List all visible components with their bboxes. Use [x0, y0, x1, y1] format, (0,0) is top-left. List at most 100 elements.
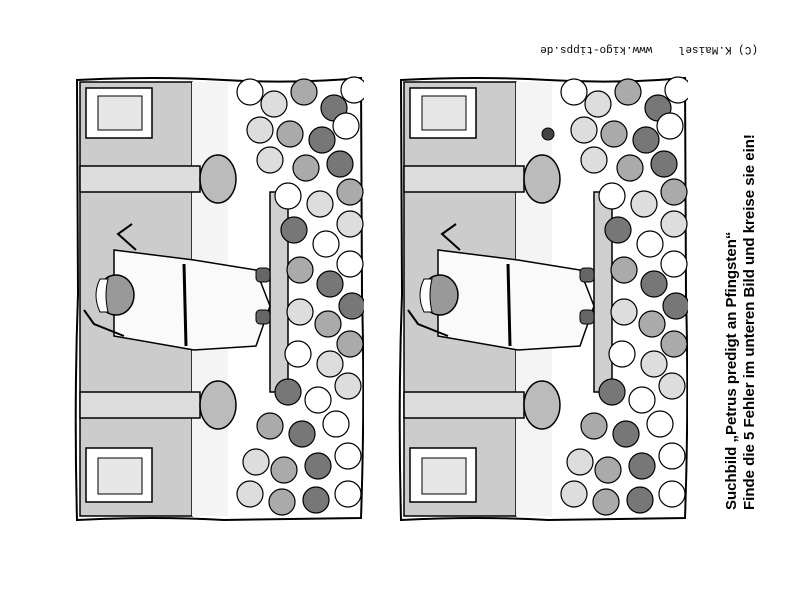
crowd-person [610, 256, 638, 284]
crowd-person [280, 216, 308, 244]
peter-headcloth [95, 278, 109, 313]
crowd-person [592, 488, 620, 516]
crowd-person [632, 126, 660, 154]
crowd-person [242, 448, 270, 476]
crowd-person [660, 330, 688, 358]
left-scene-panel [74, 74, 364, 522]
crowd-person [658, 442, 686, 470]
crowd-person [340, 76, 364, 104]
window-bottom-pane [421, 457, 467, 495]
crowd-person [256, 412, 284, 440]
crowd-person [616, 154, 644, 182]
crowd-person [626, 486, 654, 514]
crowd-person [640, 270, 668, 298]
crowd-person [286, 298, 314, 326]
crowd-person [260, 90, 288, 118]
crowd-person [308, 126, 336, 154]
crowd-person [662, 292, 688, 320]
peter-belt [506, 263, 512, 347]
crowd-person [594, 456, 622, 484]
crowd-person [316, 350, 344, 378]
crowd-person [336, 330, 364, 358]
crowd-person [664, 76, 688, 104]
crowd-person [334, 480, 362, 508]
crowd-person [256, 146, 284, 174]
crowd-person [336, 210, 364, 238]
crowd-person [598, 378, 626, 406]
crowd-person [304, 452, 332, 480]
column-bottom [79, 391, 201, 419]
column-top-base [523, 154, 561, 204]
crowd-person [628, 452, 656, 480]
peter-foot-bottom [255, 309, 271, 325]
crowd-person [560, 480, 588, 508]
column-top [79, 165, 201, 193]
column-bottom-base [523, 380, 561, 430]
column-bottom [403, 391, 525, 419]
peter-foot-top [255, 267, 271, 283]
window-top-pane [97, 95, 143, 131]
crowd-person [658, 372, 686, 400]
crowd-person [316, 270, 344, 298]
column-top-base [199, 154, 237, 204]
crowd-person [290, 78, 318, 106]
peter-foot-top [579, 267, 595, 283]
crowd-person [598, 182, 626, 210]
crowd-person [656, 112, 684, 140]
crowd-person [286, 256, 314, 284]
peter-headcloth [419, 278, 433, 313]
copyright-credit: (C) K.Maisel www.kigo-tipps.de [540, 43, 758, 55]
crowd-person [612, 420, 640, 448]
crowd-person [334, 442, 362, 470]
crowd-person [338, 292, 364, 320]
peter-raised-arm [440, 223, 461, 251]
peter-raised-arm [116, 223, 137, 251]
crowd-person [270, 456, 298, 484]
crowd-person [322, 410, 350, 438]
crowd-person [608, 340, 636, 368]
crowd-person [246, 116, 274, 144]
crowd-person [660, 178, 688, 206]
crowd-person [236, 480, 264, 508]
crowd-person [646, 410, 674, 438]
crowd-person [274, 182, 302, 210]
crowd-person [614, 78, 642, 106]
crowd-person [292, 154, 320, 182]
crowd-person [628, 386, 656, 414]
crowd-person [334, 372, 362, 400]
crowd-person [584, 90, 612, 118]
crowd-person [288, 420, 316, 448]
crowd-person [604, 216, 632, 244]
peter-preaching-illustration-left [74, 76, 364, 522]
crowd-person [268, 488, 296, 516]
crowd-person [236, 78, 264, 106]
peter-robe [113, 249, 271, 351]
crowd-person [314, 310, 342, 338]
crowd-person [650, 150, 678, 178]
peter-pointing-arm [83, 309, 125, 337]
column-top [403, 165, 525, 193]
peter-robe [437, 249, 595, 351]
difference-detail [541, 127, 555, 141]
crowd-person [566, 448, 594, 476]
crowd-person [304, 386, 332, 414]
crowd-person [284, 340, 312, 368]
peter-belt [182, 263, 188, 347]
crowd-person [660, 250, 688, 278]
window-bottom-pane [97, 457, 143, 495]
crowd-person [326, 150, 354, 178]
crowd-person [332, 112, 360, 140]
crowd-person [570, 116, 598, 144]
crowd-person [306, 190, 334, 218]
crowd-person [336, 178, 364, 206]
column-bottom-base [199, 380, 237, 430]
crowd-person [274, 378, 302, 406]
crowd-person [312, 230, 340, 258]
crowd-person [660, 210, 688, 238]
crowd-person [640, 350, 668, 378]
worksheet-title: Suchbild „Petrus predigt an Pfingsten“ [723, 231, 740, 510]
crowd-person [336, 250, 364, 278]
crowd-person [610, 298, 638, 326]
crowd-person [560, 78, 588, 106]
peter-foot-bottom [579, 309, 595, 325]
